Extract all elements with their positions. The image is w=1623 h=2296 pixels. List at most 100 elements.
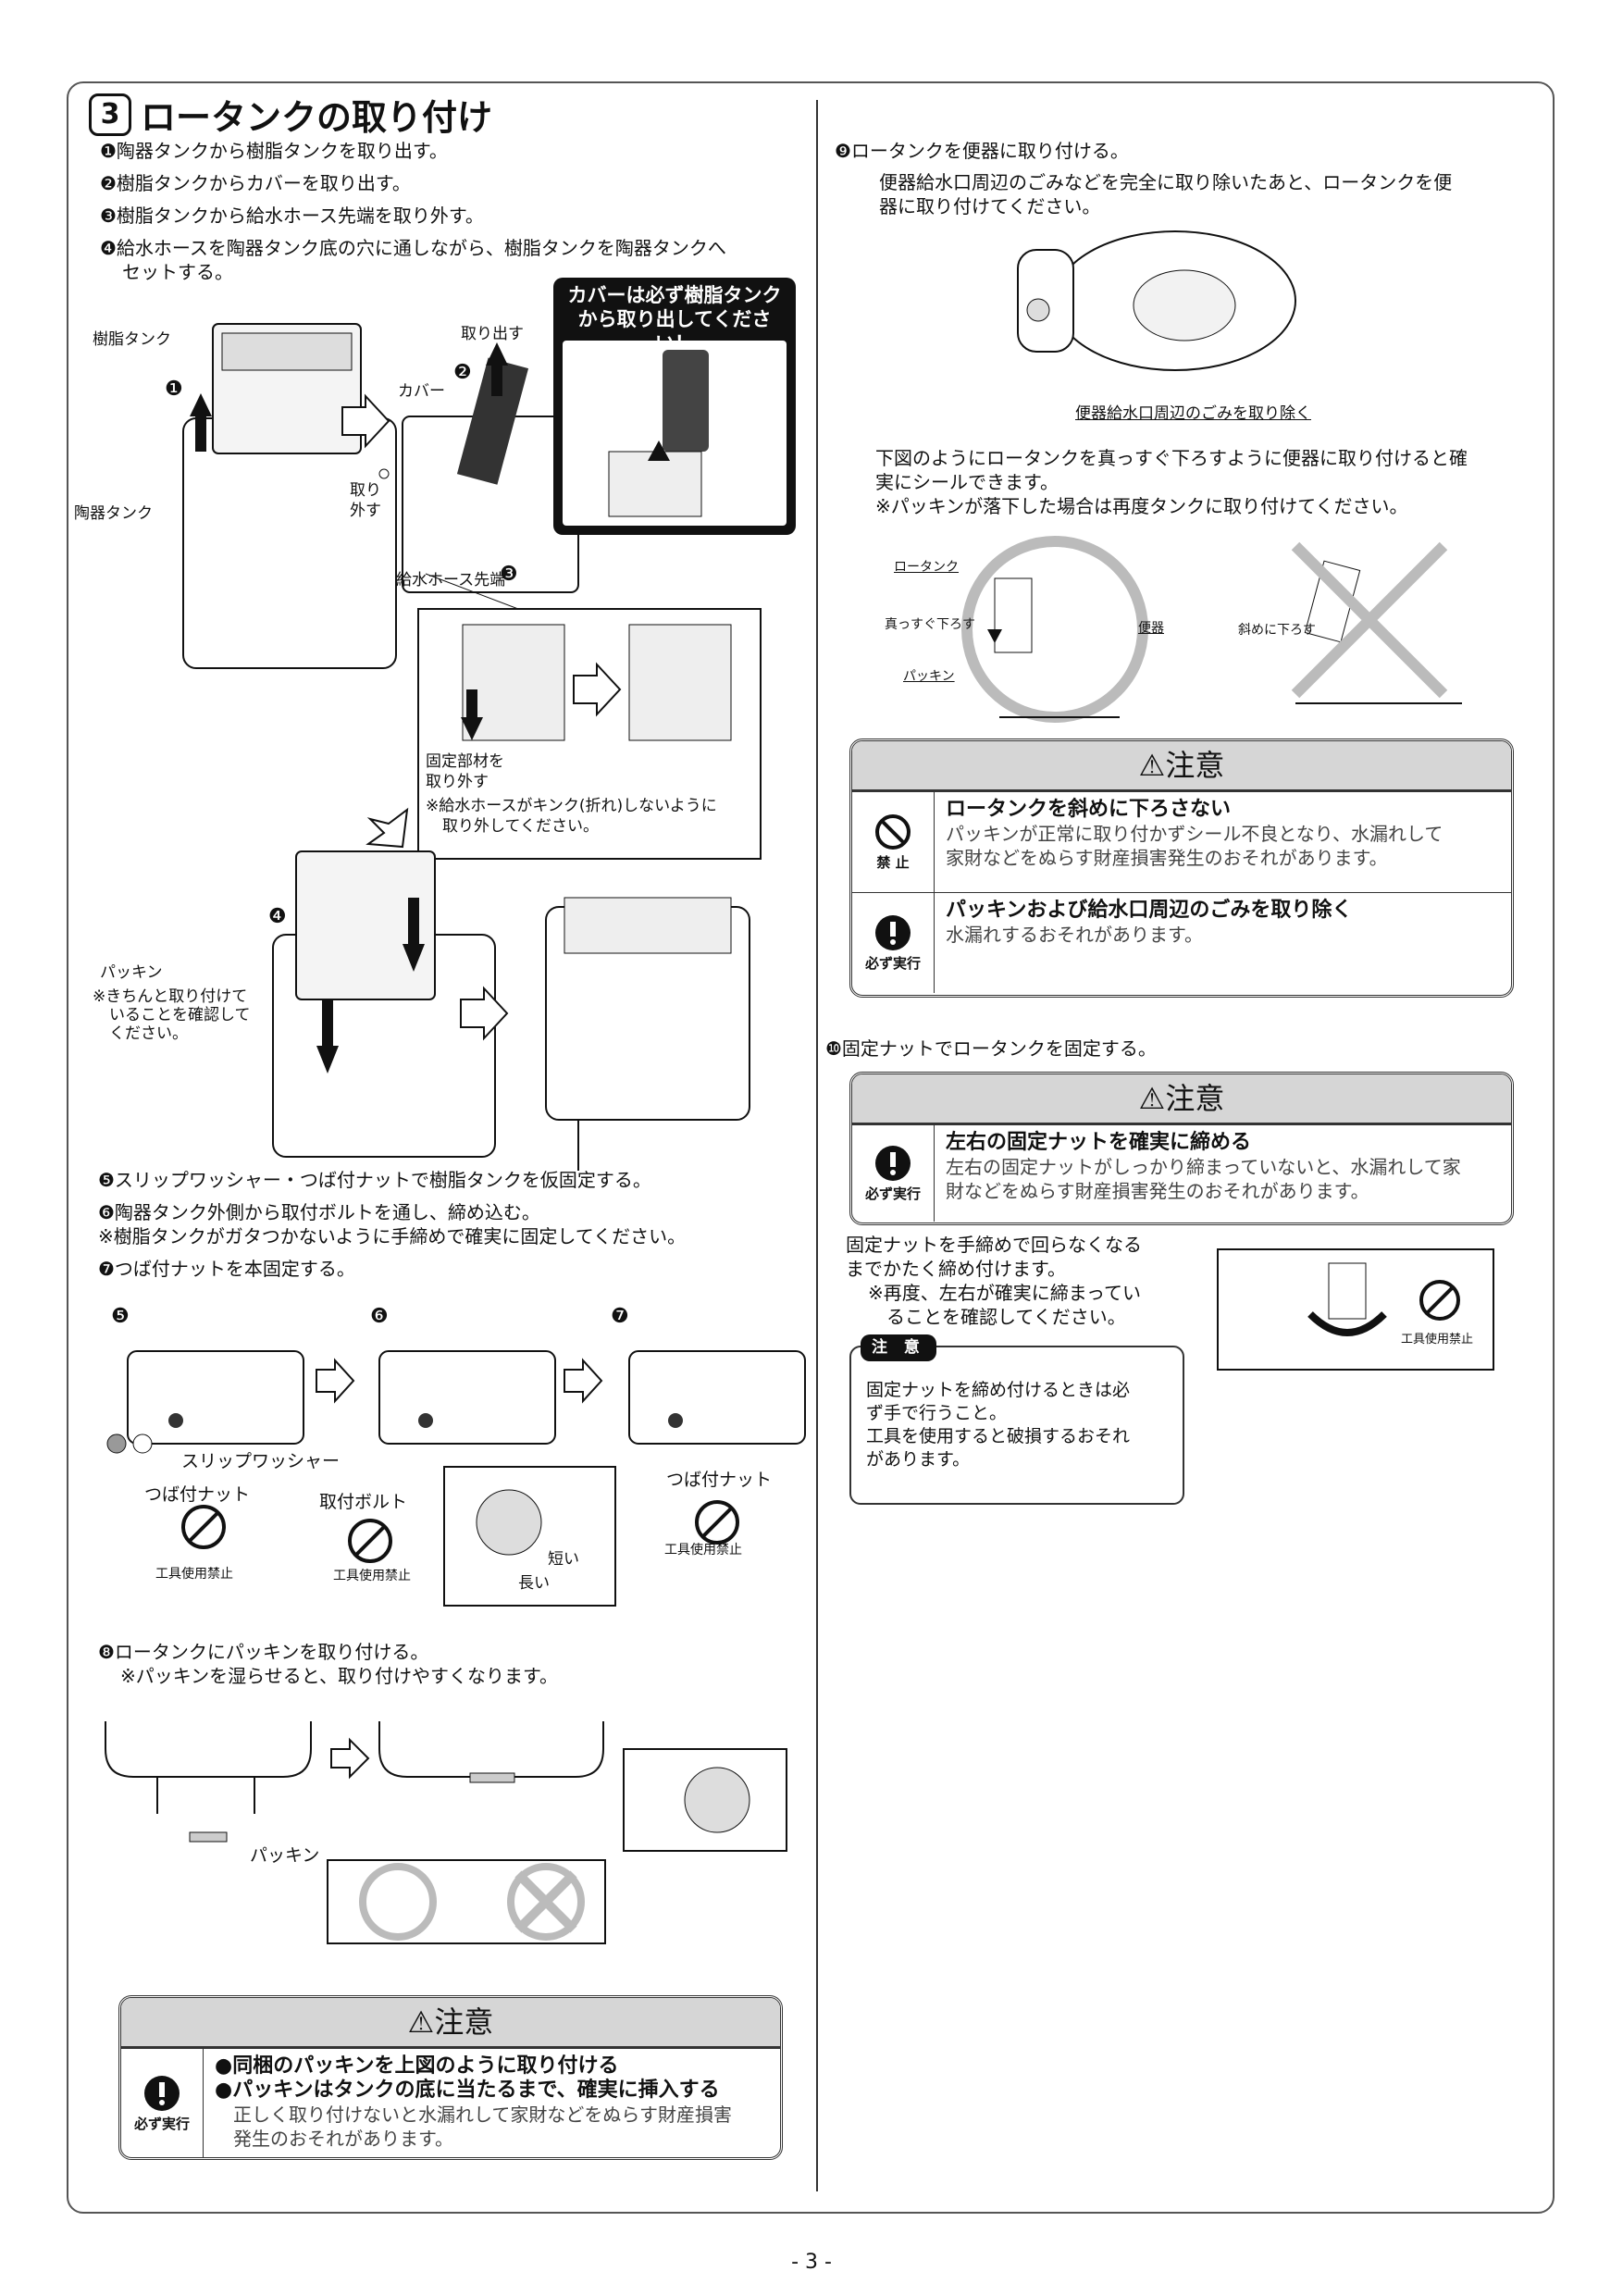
label-kink-2: 取り外してください。 (442, 817, 599, 836)
step-9-desc: 便器給水口周辺のごみなどを完全に取り除いたあと、ロータンクを便 器に取り付けてく… (879, 170, 1452, 218)
label-mount-bolt: 取付ボルト (319, 1492, 408, 1512)
no-tool-label-right: 工具使用禁止 (1401, 1333, 1474, 1347)
note-line-1: 固定ナットを締め付けるときは必 (866, 1380, 1131, 1400)
label-n5: ❺ (111, 1305, 130, 1328)
caution2-d1: 左右の固定ナットがしっかり締まっていないと、水漏れして家 (946, 1156, 1461, 1178)
label-slip-washer: スリップワッシャー (181, 1451, 341, 1471)
label-long: 長い (518, 1574, 550, 1593)
label-remove-2: 外す (350, 502, 381, 520)
nut-4: ることを確認してください。 (886, 1306, 1126, 1328)
note-line-2: ず手で行うこと。 (866, 1403, 1008, 1423)
caution2-title: 左右の固定ナットを確実に締める (946, 1131, 1252, 1154)
caution1-r2-title: パッキンおよび給水口周辺のごみを取り除く (946, 899, 1353, 922)
label-packing-note-2: いることを確認して (109, 1006, 251, 1024)
label-hose-tip: 給水ホース先端 (396, 571, 506, 590)
page-number: - 3 - (791, 2251, 832, 2274)
label-packing-note-1: ※きちんと取り付けて (93, 987, 248, 1006)
steps-mid: ❺スリップワッシャー・つば付ナットで樹脂タンクを仮固定する。 ❻陶器タンク外側か… (98, 1168, 686, 1281)
hand-tighten-note: 注 意 固定ナットを締め付けるときは必 ず手で行うこと。 工具を使用すると破損す… (849, 1334, 1184, 1505)
section-title: ロータンクの取り付け (141, 97, 493, 138)
cover-callout: カバーは必ず樹脂タンクから取り出してください！ (553, 278, 796, 535)
straight-1: 下図のようにロータンクを真っすぐ下ろすように便器に取り付けると確 (875, 447, 1468, 469)
label-n7: ❼ (611, 1305, 629, 1328)
label-short: 短い (548, 1550, 579, 1569)
step-10: ❿固定ナットでロータンクを固定する。 (825, 1037, 1157, 1060)
caution-line-2: ●パッキンはタンクの底に当たるまで、確実に挿入する (215, 2079, 720, 2102)
step-8-line: ❽ロータンクにパッキンを取り付ける。 (98, 1641, 429, 1663)
caution-box-right-2: ⚠注意 必ず実行 左右の固定ナットを確実に締める 左右の固定ナットがしっかり締ま… (849, 1072, 1514, 1225)
label-packing-note-3: ください。 (109, 1024, 188, 1043)
label-packing-fig3: パッキン (250, 1845, 320, 1866)
note-line-4: があります。 (866, 1449, 971, 1470)
caution-box-left: ⚠注意 必ず実行 ●同梱のパッキンを上図のように取り付ける ●パッキンはタンクの… (118, 1995, 783, 2160)
nut-instructions: 固定ナットを手締めで回らなくなる までかたく締め付けます。 ※再度、左右が確実に… (846, 1233, 1142, 1329)
no-tool-label-1: 工具使用禁止 (155, 1567, 233, 1582)
step-9-desc-1: 便器給水口周辺のごみなどを完全に取り除いたあと、ロータンクを便 (879, 171, 1453, 193)
label-remove-1: 取り (350, 481, 381, 500)
mandatory-icon-2: 必ず実行 (852, 893, 935, 993)
note-tag: 注 意 (861, 1334, 936, 1361)
label-packing-install: パッキン (903, 669, 955, 684)
caution2-header: 注意 (1165, 1081, 1225, 1116)
callout-line-1: カバーは必ず樹脂タンク (567, 284, 782, 306)
label-fix-1: 固定部材を (426, 752, 504, 771)
nut-2: までかたく締め付けます。 (846, 1258, 1066, 1280)
label-kink-1: ※給水ホースがキンク(折れ)しないように (426, 797, 717, 815)
step-6: ❻陶器タンク外側から取付ボルトを通し、締め込む。 (98, 1201, 540, 1223)
prohibit-icon: 禁 止 (852, 792, 935, 892)
label-resin-tank: 樹脂タンク (93, 330, 171, 349)
label-n4: ❹ (268, 905, 287, 928)
step-1: ❶陶器タンクから樹脂タンクを取り出す。 (100, 140, 448, 162)
nut-fixing-figure (106, 1350, 806, 1607)
step-4-cont: セットする。 (122, 261, 233, 283)
prohibit-label: 禁 止 (876, 853, 910, 871)
steps-top: ❶陶器タンクから樹脂タンクを取り出す。 ❷樹脂タンクからカバーを取り出す。 ❸樹… (100, 139, 726, 284)
step-9-desc-2: 器に取り付けてください。 (879, 195, 1101, 217)
straight-2: 実にシールできます。 (875, 471, 1059, 493)
mandatory-label-2: 必ず実行 (864, 954, 921, 972)
ceramic-tank-shape (182, 417, 397, 669)
section-number: 3 (89, 93, 131, 136)
nut-3: ※再度、左右が確実に締まってい (868, 1282, 1141, 1304)
tank-disassembly-figure (182, 323, 762, 1171)
step-2: ❷樹脂タンクからカバーを取り出す。 (100, 172, 411, 194)
step-8-note: ※パッキンを湿らせると、取り付けやすくなります。 (120, 1665, 558, 1687)
label-flange-nut: つば付ナット (144, 1484, 251, 1505)
step-4: ❹給水ホースを陶器タンク底の穴に通しながら、樹脂タンクを陶器タンクへ (100, 237, 726, 259)
mandatory-icon-3: 必ず実行 (852, 1125, 935, 1222)
caution1-r1-d2: 家財などをぬらす財産損害発生のおそれがあります。 (946, 847, 1388, 869)
label-flange-nut-2: つば付ナット (666, 1470, 773, 1490)
section-heading: 3 ロータンクの取り付け (89, 89, 492, 140)
straight-3: ※パッキンが落下した場合は再度タンクに取り付けてください。 (875, 495, 1408, 517)
nut-tightening-figure (1217, 1248, 1494, 1371)
packing-figure (105, 1721, 787, 1944)
caution-header: ⚠注意 (121, 1998, 780, 2048)
bowl-caption: 便器給水口周辺のごみを取り除く (1075, 404, 1311, 423)
caution2-d2: 財などをぬらす財産損害発生のおそれがあります。 (946, 1180, 1369, 1202)
nut-1: 固定ナットを手締めで回らなくなる (846, 1234, 1142, 1256)
label-n6: ❻ (370, 1305, 389, 1328)
caution-desc-1: 正しく取り付けないと水漏れして家財などをぬらす財産損害 (233, 2104, 732, 2126)
no-tool-label-3: 工具使用禁止 (664, 1543, 742, 1558)
install-direction-figure (961, 536, 1462, 723)
label-bowl: 便器 (1138, 621, 1164, 636)
label-n1: ❶ (165, 378, 183, 401)
step-8: ❽ロータンクにパッキンを取り付ける。 ※パッキンを湿らせると、取り付けやすくなり… (98, 1640, 558, 1688)
caution-line-1: ●同梱のパッキンを上図のように取り付ける (215, 2054, 619, 2078)
step-7: ❼つば付ナットを本固定する。 (98, 1258, 355, 1280)
callout-image (563, 341, 787, 526)
step-6-note: ※樹脂タンクがガタつかないように手締めで確実に固定してください。 (98, 1225, 687, 1247)
caution-desc-2: 発生のおそれがあります。 (233, 2128, 453, 2150)
caution1-r1-title: ロータンクを斜めに下ろさない (946, 798, 1232, 821)
caution1-r2-d1: 水漏れするおそれがあります。 (946, 924, 1203, 946)
mandatory-label: 必ず実行 (133, 2115, 190, 2132)
label-ceramic-tank: 陶器タンク (74, 504, 153, 523)
label-packing: パッキン (100, 963, 163, 982)
label-diagonal: 斜めに下ろす (1238, 623, 1316, 638)
caution1-r1-d1: パッキンが正常に取り付かずシール不良となり、水漏れして (946, 823, 1443, 845)
label-cover: カバー (398, 382, 445, 401)
step-3: ❸樹脂タンクから給水ホース先端を取り外す。 (100, 205, 484, 227)
column-divider (816, 100, 818, 2191)
page-frame (67, 81, 1555, 2214)
no-tool-label-2: 工具使用禁止 (333, 1569, 411, 1583)
